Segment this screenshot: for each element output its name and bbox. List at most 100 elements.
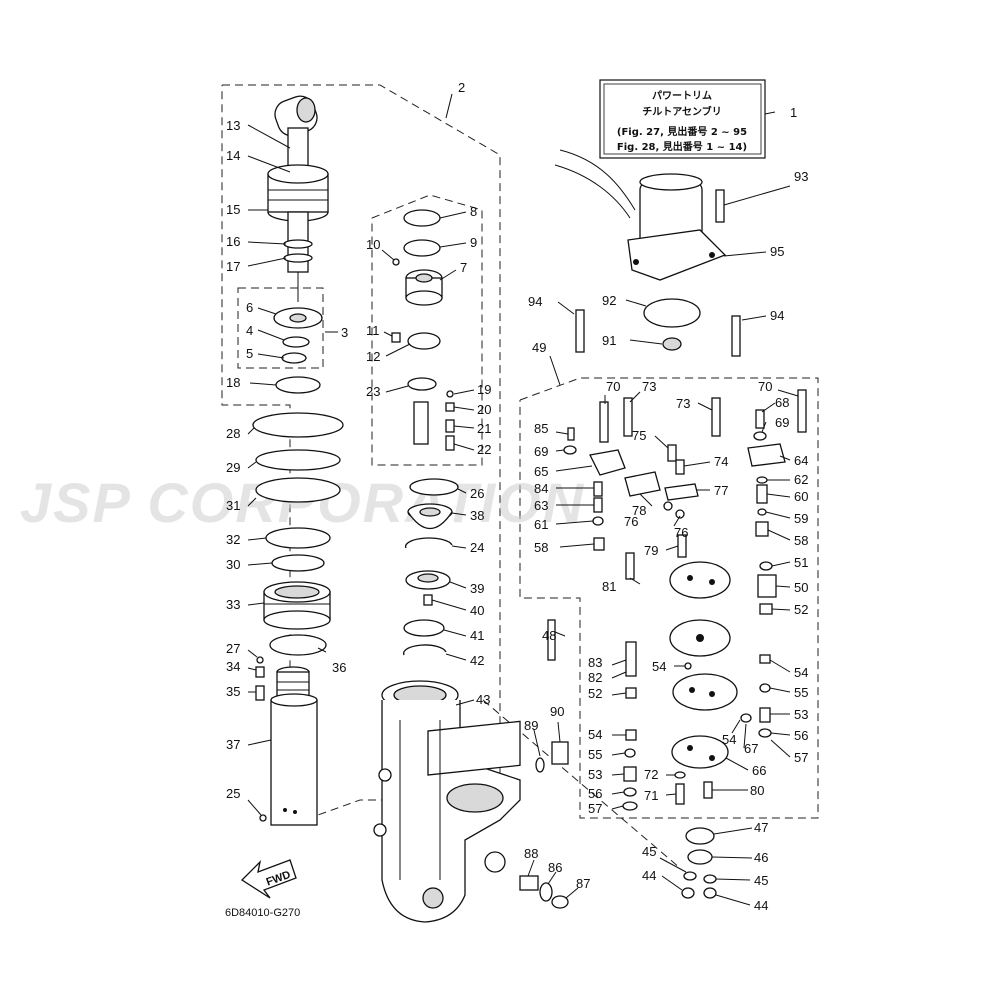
- part-65-bracket: [589, 449, 626, 476]
- part-84-pin: [593, 481, 603, 497]
- label-80: 80: [750, 783, 764, 798]
- part-37-cylinder-tube: [270, 666, 318, 826]
- label-86: 86: [548, 860, 562, 875]
- label-17: 17: [226, 259, 240, 274]
- label-44-left: 44: [642, 868, 656, 883]
- part-28-ring: [252, 412, 344, 438]
- label-30: 30: [226, 557, 240, 572]
- info-box-line4: Fig. 28, 見出番号 1 ~ 14): [617, 140, 747, 153]
- label-42: 42: [470, 653, 484, 668]
- label-66: 66: [752, 763, 766, 778]
- part-26-ring: [409, 478, 459, 496]
- label-36: 36: [332, 660, 346, 675]
- part-92-oring: [643, 298, 701, 328]
- label-88: 88: [524, 846, 538, 861]
- label-18: 18: [226, 375, 240, 390]
- part-58-valve-left: [593, 537, 605, 551]
- label-28: 28: [226, 426, 240, 441]
- label-9: 9: [470, 235, 477, 250]
- label-38: 38: [470, 508, 484, 523]
- label-40: 40: [470, 603, 484, 618]
- part-25-ball: [259, 814, 267, 822]
- info-box-line1: パワートリム: [652, 90, 712, 102]
- label-51: 51: [794, 555, 808, 570]
- outline-assembly-7-22: [371, 194, 483, 466]
- label-89: 89: [524, 718, 538, 733]
- part-73-bolt-left: [623, 397, 633, 437]
- part-67-washer: [740, 713, 752, 723]
- part-38-cup: [407, 503, 453, 529]
- part-6-piston: [273, 307, 323, 329]
- label-65: 65: [534, 464, 548, 479]
- label-57-right: 57: [794, 750, 808, 765]
- label-54-left: 54: [588, 727, 602, 742]
- label-69-left: 69: [534, 444, 548, 459]
- label-15: 15: [226, 202, 240, 217]
- label-29: 29: [226, 460, 240, 475]
- label-34: 34: [226, 659, 240, 674]
- label-4: 4: [246, 323, 253, 338]
- label-69-right: 69: [775, 415, 789, 430]
- label-50: 50: [794, 580, 808, 595]
- label-75: 75: [632, 428, 646, 443]
- part-34-pin: [255, 666, 265, 678]
- label-12: 12: [366, 349, 380, 364]
- label-70-right: 70: [758, 379, 772, 394]
- label-46: 46: [754, 850, 768, 865]
- part-22-spring: [445, 435, 455, 451]
- part-69-washer-right: [753, 431, 767, 441]
- part-62-ring: [756, 476, 768, 484]
- label-58-left: 58: [534, 540, 548, 555]
- part-36-ring: [269, 634, 327, 656]
- part-68-pin: [755, 409, 765, 429]
- part-15-cylinder-head: [267, 164, 329, 273]
- part-60-spring: [756, 484, 768, 504]
- label-85: 85: [534, 421, 548, 436]
- part-58-valve-right: [755, 521, 769, 537]
- part-24-circlip: [404, 537, 453, 549]
- part-94-bolt-right: [731, 315, 741, 357]
- part-42-circlip: [403, 644, 447, 656]
- part-72-washer: [674, 771, 686, 779]
- label-41: 41: [470, 628, 484, 643]
- part-73-bolt-right: [711, 397, 721, 437]
- drawing-code: 6D84010-G270: [225, 907, 300, 919]
- label-83: 83: [588, 655, 602, 670]
- label-48: 48: [542, 628, 556, 643]
- part-pump-housing-top: [669, 561, 731, 599]
- label-64: 64: [794, 453, 808, 468]
- label-59: 59: [794, 511, 808, 526]
- label-26: 26: [470, 486, 484, 501]
- part-52-seat-left: [625, 687, 637, 699]
- label-16: 16: [226, 234, 240, 249]
- label-8: 8: [470, 204, 477, 219]
- leader-lines: [247, 93, 799, 906]
- label-71: 71: [644, 788, 658, 803]
- part-35-spring: [255, 685, 265, 701]
- label-32: 32: [226, 532, 240, 547]
- label-76-a: 76: [624, 514, 638, 529]
- label-7: 7: [460, 260, 467, 275]
- part-85-pin: [567, 427, 575, 441]
- label-62: 62: [794, 472, 808, 487]
- part-88-plug: [519, 875, 539, 891]
- part-30-ring: [271, 554, 325, 572]
- part-44-plug-right: [703, 887, 717, 899]
- info-box-line3: (Fig. 27, 見出番号 2 ~ 95: [617, 125, 747, 138]
- part-1-motor: [554, 149, 727, 281]
- part-82-valve: [625, 641, 637, 677]
- label-37: 37: [226, 737, 240, 752]
- label-44-right: 44: [754, 898, 768, 913]
- part-12-plate: [407, 332, 441, 350]
- part-27-ball: [256, 656, 264, 664]
- part-70-bolt-left: [599, 401, 609, 443]
- label-91: 91: [602, 333, 616, 348]
- part-18-oring: [275, 376, 321, 394]
- part-39-valve: [405, 570, 451, 606]
- part-87-washer: [551, 895, 569, 909]
- label-56-left: 56: [588, 786, 602, 801]
- part-56-ring-right: [758, 728, 772, 738]
- label-68: 68: [775, 395, 789, 410]
- label-70-left: 70: [606, 379, 620, 394]
- label-94-right: 94: [770, 308, 784, 323]
